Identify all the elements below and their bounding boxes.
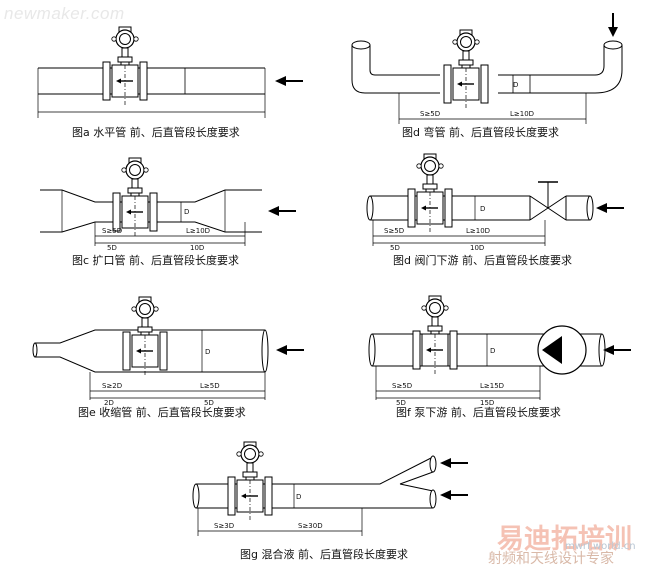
flow-arrow-c xyxy=(267,205,297,217)
downstream-label-f: L≥15D xyxy=(480,382,504,390)
dia-label-e: D xyxy=(205,348,210,356)
downstream-len-b: 10D xyxy=(470,244,484,252)
panel-g-mixed-liquid: D S≥3D S≥30D 图g 混合液 前、后直管段长度要求 xyxy=(192,441,469,561)
upstream-len-e: 2D xyxy=(104,399,114,407)
flow-arrow-g1 xyxy=(439,457,469,469)
flow-arrow-a xyxy=(274,75,304,87)
upstream-len-b: 5D xyxy=(390,244,400,252)
upstream-label-d: S≥5D xyxy=(420,110,440,118)
flow-arrow-b xyxy=(595,202,625,214)
upstream-label-f: S≥5D xyxy=(392,382,412,390)
watermark-brand-sub: 射频和天线设计专家 xyxy=(488,551,614,567)
dia-label-c: D xyxy=(184,208,189,216)
watermark-newmaker: newmaker.com xyxy=(4,4,125,23)
caption-b: 图d 阀门下游 前、后直管段长度要求 xyxy=(393,253,572,267)
upstream-label-g: S≥3D xyxy=(214,522,234,530)
panel-valve-downstream: D S≥5D 5D L≥10D 10D 图d 阀门下游 前、后直管段长度要求 xyxy=(366,153,625,267)
downstream-label-b: L≥10D xyxy=(466,227,490,235)
downstream-label-c: L≥10D xyxy=(186,227,210,235)
watermark-url: mwrf.world.cn xyxy=(565,541,636,552)
panel-d-elbow-pipe: D S≥5D L≥10D 图d 弯管 前、后直管段长度要求 xyxy=(351,13,623,139)
dia-label-b: D xyxy=(480,205,485,213)
panel-e-reducer-pipe: D S≥2D 2D L≥5D 5D 图e 收缩管 前、后直管段长度要求 xyxy=(32,296,305,419)
upstream-label-c: S≥5D xyxy=(102,227,122,235)
downstream-len-e: 5D xyxy=(204,399,214,407)
flow-arrow-e xyxy=(275,344,305,356)
caption-f: 图f 泵下游 前、后直管段长度要求 xyxy=(396,405,561,419)
caption-g: 图g 混合液 前、后直管段长度要求 xyxy=(240,547,408,561)
panel-c-expander-pipe: D S≥5D 5D L≥10D 10D 图c 扩口管 前、后直管段长度要求 xyxy=(40,157,297,267)
downstream-len-f: 15D xyxy=(480,399,494,407)
panel-f-pump-downstream: D S≥5D 5D L≥15D 15D 图f 泵下游 前、后直管段长度要求 xyxy=(368,295,632,419)
downstream-len-c: 10D xyxy=(190,244,204,252)
caption-d: 图d 弯管 前、后直管段长度要求 xyxy=(402,125,559,139)
dia-label-f: D xyxy=(490,347,495,355)
flow-arrow-d xyxy=(608,27,618,37)
downstream-label-e: L≥5D xyxy=(200,382,220,390)
dia-label-d: D xyxy=(513,81,518,89)
panel-a-horizontal-pipe: 图a 水平管 前、后直管段长度要求 xyxy=(37,26,304,139)
downstream-label-d: L≥10D xyxy=(510,110,534,118)
upstream-len-c: 5D xyxy=(107,244,117,252)
watermark-brand: 易迪拓培训 xyxy=(497,524,632,555)
flow-arrow-g2 xyxy=(439,489,469,501)
downstream-label-g: S≥30D xyxy=(298,522,323,530)
caption-e: 图e 收缩管 前、后直管段长度要求 xyxy=(78,405,246,419)
caption-a: 图a 水平管 前、后直管段长度要求 xyxy=(72,125,240,139)
dia-label-g: D xyxy=(296,493,301,501)
caption-c: 图c 扩口管 前、后直管段长度要求 xyxy=(72,253,239,267)
flow-arrow-f xyxy=(602,344,632,356)
upstream-len-f: 5D xyxy=(396,399,406,407)
upstream-label-b: S≥5D xyxy=(384,227,404,235)
upstream-label-e: S≥2D xyxy=(102,382,122,390)
